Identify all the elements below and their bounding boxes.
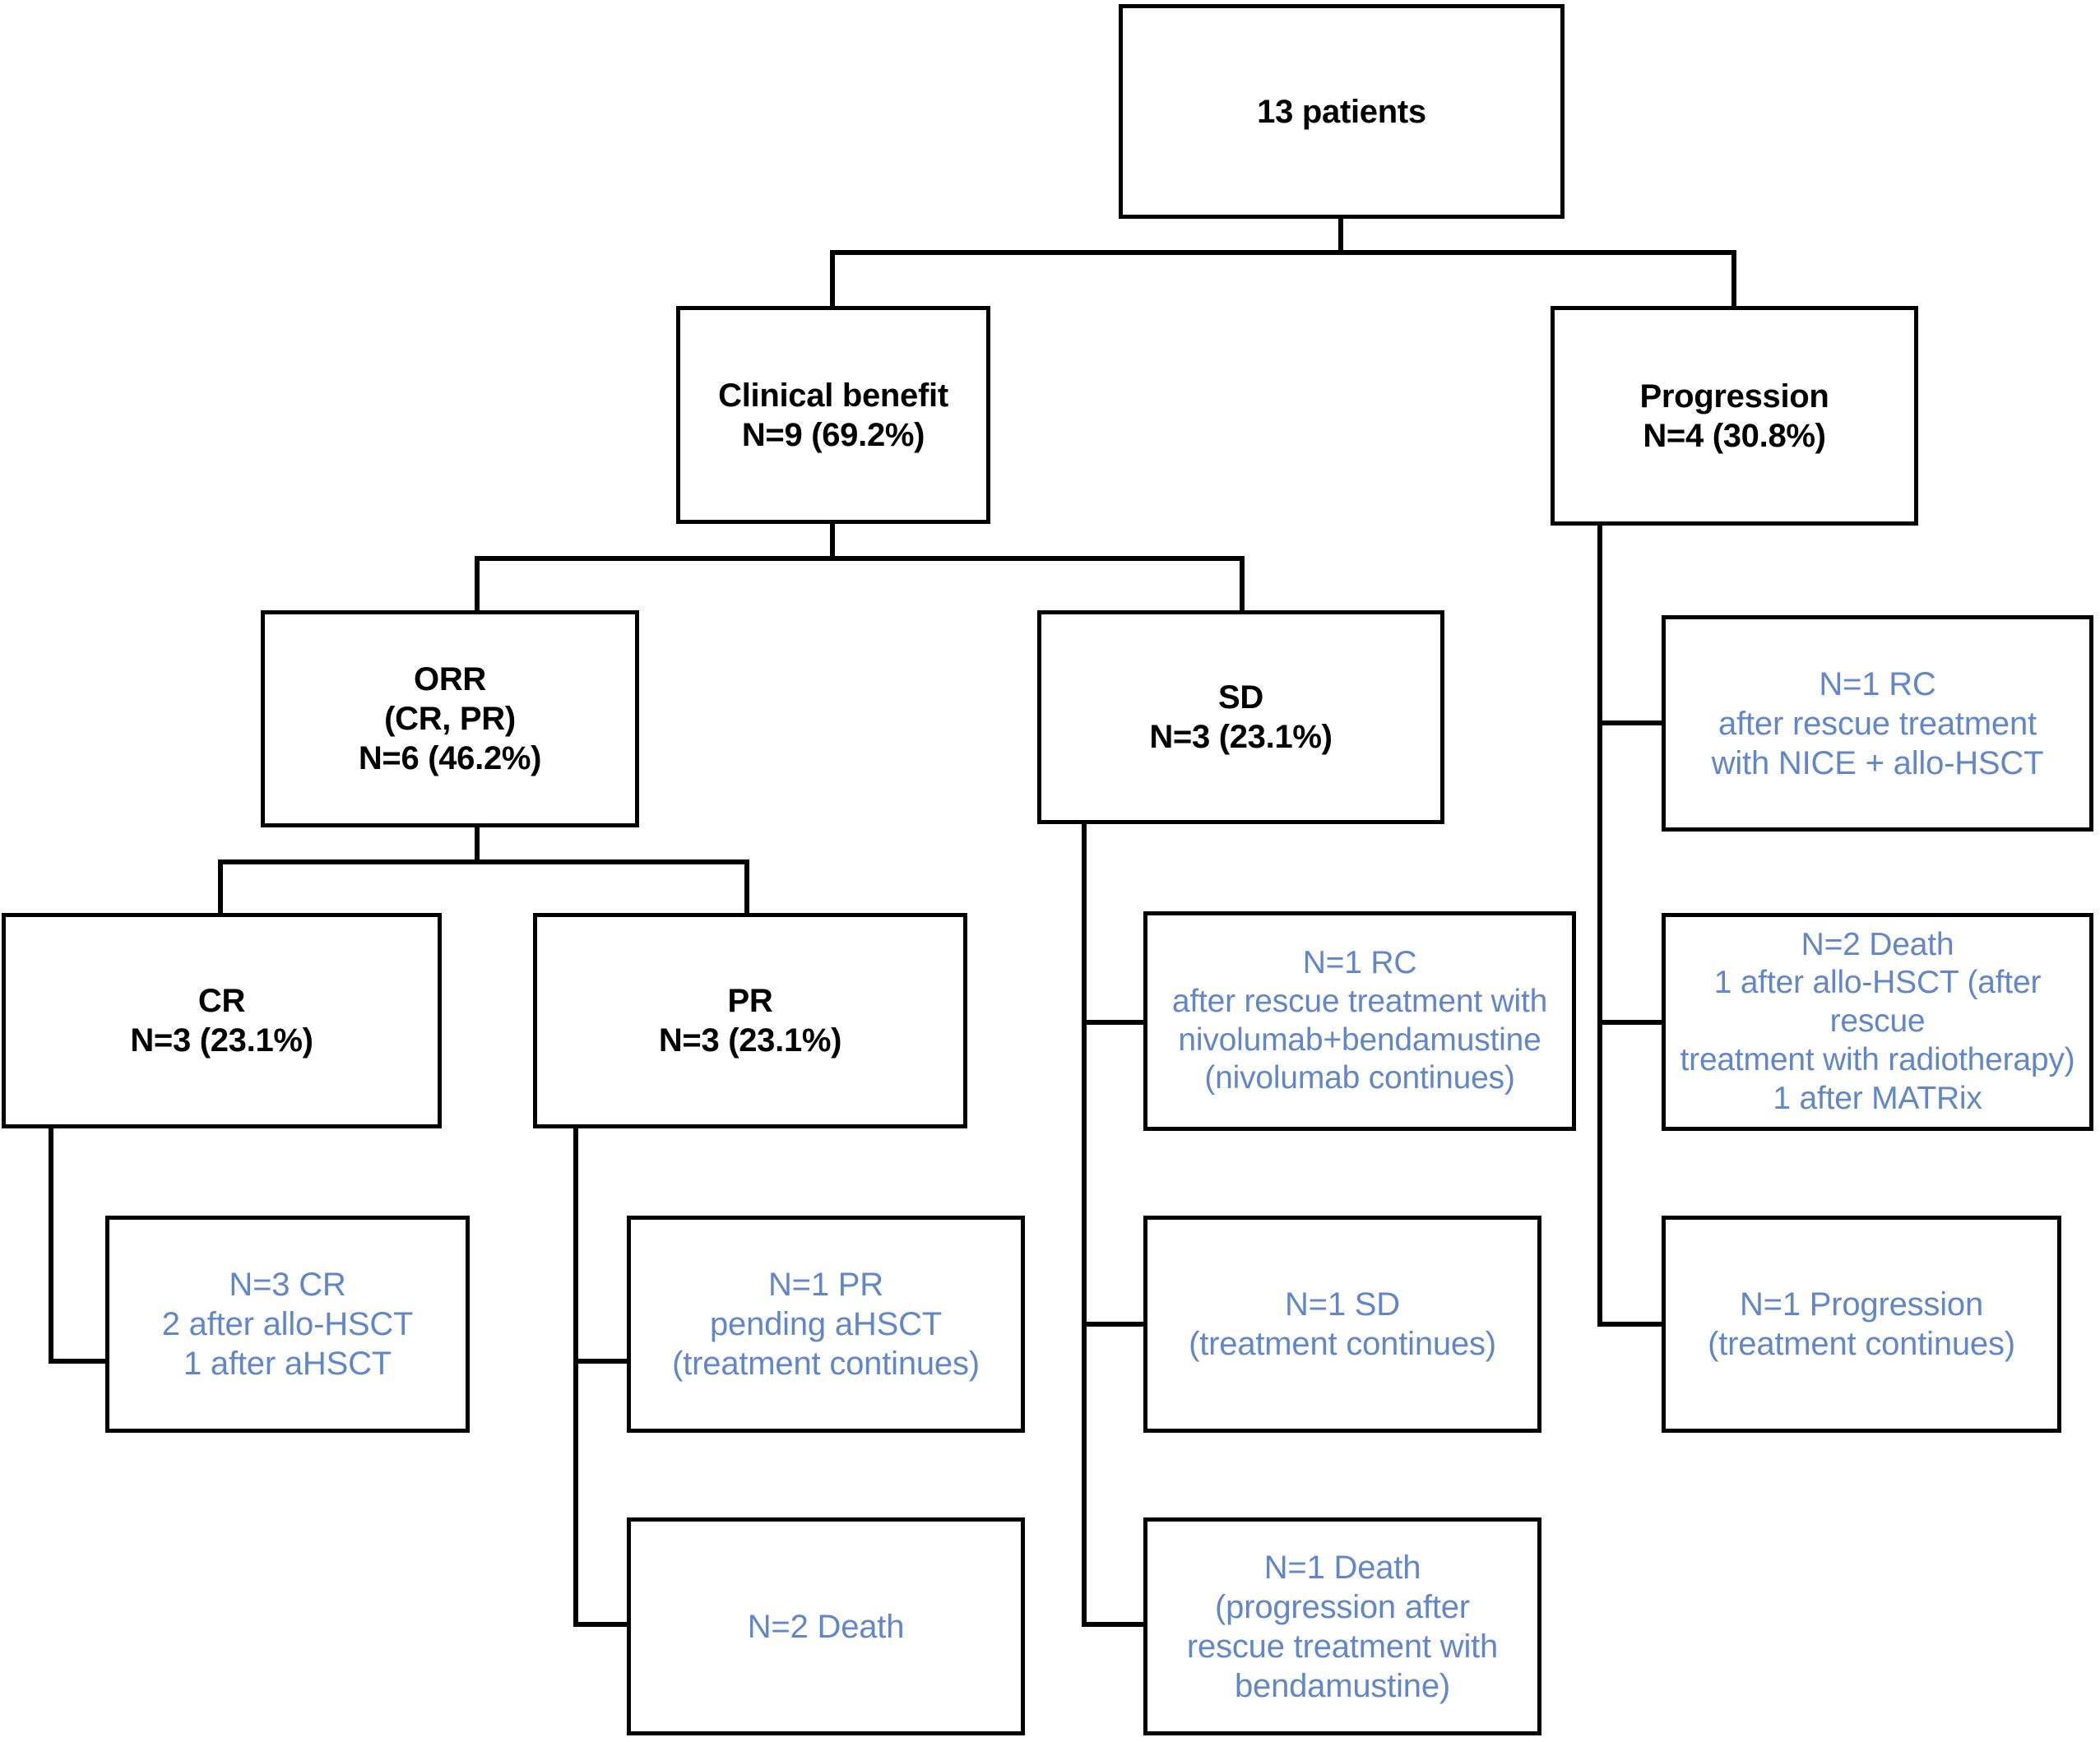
node-cr-label: CR N=3 (23.1%) [130, 983, 313, 1059]
node-cr-detail-label: N=3 CR 2 after allo-HSCT 1 after aHSCT [161, 1267, 414, 1382]
node-pr-label: PR N=3 (23.1%) [658, 983, 842, 1059]
node-sd[interactable]: SD N=3 (23.1%) [1037, 610, 1444, 824]
node-sd-detail-3-label: N=1 Death (progression after rescue trea… [1186, 1549, 1499, 1704]
node-clinical-benefit[interactable]: Clinical benefit N=9 (69.2%) [676, 306, 990, 524]
node-progression[interactable]: Progression N=4 (30.8%) [1551, 306, 1918, 526]
node-progression-detail-3-label: N=1 Progression (treatment continues) [1708, 1286, 2015, 1362]
node-pr-detail-1-label: N=1 PR pending aHSCT (treatment continue… [672, 1267, 980, 1382]
node-sd-label: SD N=3 (23.1%) [1149, 679, 1333, 755]
node-sd-detail-1-label: N=1 RC after rescue treatment with nivol… [1171, 944, 1548, 1096]
node-orr[interactable]: ORR (CR, PR) N=6 (46.2%) [261, 610, 639, 827]
node-root[interactable]: 13 patients [1119, 4, 1565, 219]
node-pr-detail-2-label: N=2 Death [747, 1608, 905, 1645]
node-progression-detail-2-label: N=2 Death 1 after allo-HSCT (after rescu… [1680, 926, 2075, 1116]
node-progression-detail-3[interactable]: N=1 Progression (treatment continues) [1662, 1216, 2061, 1433]
node-pr-detail-1[interactable]: N=1 PR pending aHSCT (treatment continue… [627, 1216, 1025, 1433]
node-cr-detail[interactable]: N=3 CR 2 after allo-HSCT 1 after aHSCT [105, 1216, 470, 1433]
node-sd-detail-2[interactable]: N=1 SD (treatment continues) [1143, 1216, 1541, 1433]
node-cr[interactable]: CR N=3 (23.1%) [2, 913, 442, 1128]
node-pr[interactable]: PR N=3 (23.1%) [533, 913, 967, 1128]
node-pr-detail-2[interactable]: N=2 Death [627, 1517, 1025, 1735]
node-clinical-benefit-label: Clinical benefit N=9 (69.2%) [718, 377, 948, 453]
node-progression-detail-1[interactable]: N=1 RC after rescue treatment with NICE … [1662, 615, 2093, 832]
node-progression-detail-1-label: N=1 RC after rescue treatment with NICE … [1711, 665, 2044, 781]
node-progression-detail-2[interactable]: N=2 Death 1 after allo-HSCT (after rescu… [1662, 913, 2093, 1131]
node-orr-label: ORR (CR, PR) N=6 (46.2%) [358, 661, 542, 776]
node-sd-detail-2-label: N=1 SD (treatment continues) [1189, 1286, 1496, 1362]
node-sd-detail-3[interactable]: N=1 Death (progression after rescue trea… [1143, 1517, 1541, 1735]
node-progression-label: Progression N=4 (30.8%) [1639, 378, 1829, 454]
node-root-label: 13 patients [1257, 93, 1426, 130]
node-sd-detail-1[interactable]: N=1 RC after rescue treatment with nivol… [1143, 911, 1576, 1131]
